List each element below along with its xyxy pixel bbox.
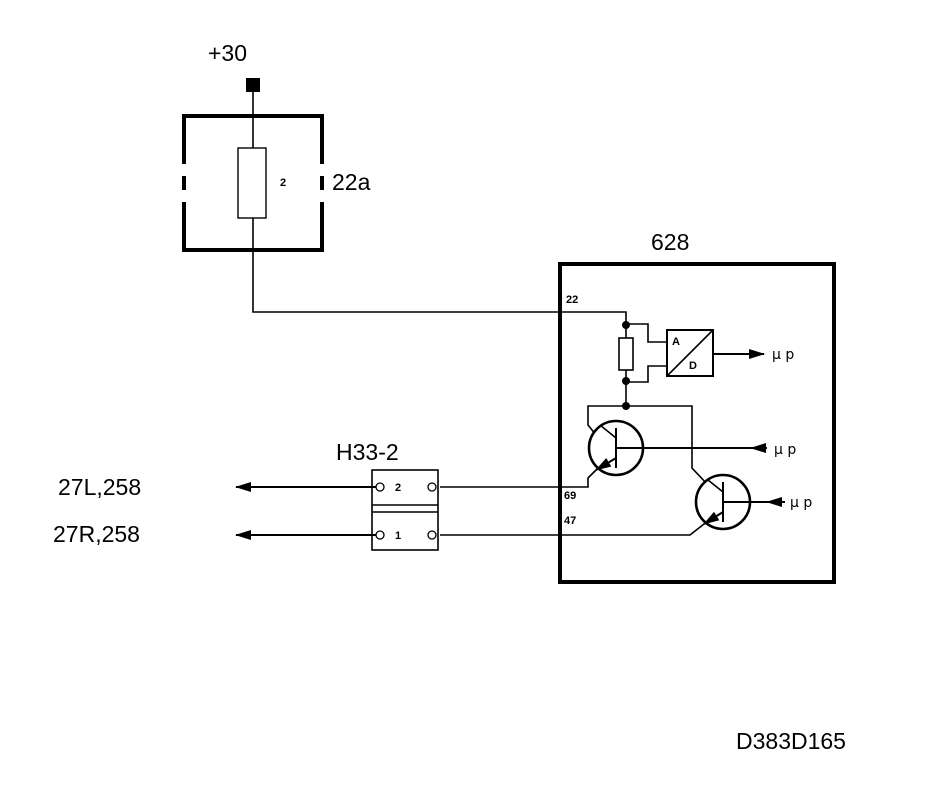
ad-label-d: D xyxy=(689,360,697,372)
shunt-resistor xyxy=(618,337,634,371)
ad-output-label: μ p xyxy=(772,347,794,363)
fuse-element xyxy=(237,147,267,219)
transistor-1-emitter xyxy=(595,457,617,471)
ad-diagonal xyxy=(666,329,714,377)
module-label: 628 xyxy=(651,229,689,255)
ad-input-bottom xyxy=(626,365,667,383)
t1-control-arrow xyxy=(750,443,766,453)
module-box xyxy=(558,262,836,584)
connector-label: H33-2 xyxy=(336,439,399,465)
upper-target-label: 27L,258 xyxy=(58,474,141,500)
t1-control-label: μ p xyxy=(774,442,796,458)
lower-target-label: 27R,258 xyxy=(53,521,140,547)
supply-terminal xyxy=(246,78,260,92)
connector-pin-2-label: 2 xyxy=(395,482,401,494)
transistor-2-emitter xyxy=(703,511,724,525)
pin-69-label: 69 xyxy=(564,490,576,502)
junction-dot xyxy=(622,321,630,329)
t2-collector-wire xyxy=(626,405,709,486)
pin-22-label: 22 xyxy=(566,294,578,306)
t2-output-wire xyxy=(440,523,705,536)
pin-47-label: 47 xyxy=(564,515,576,527)
t1-output-wire xyxy=(440,469,597,488)
t2-control-label: μ p xyxy=(790,495,812,511)
connector-pin-1-right xyxy=(427,530,437,540)
transistor-1-collector xyxy=(599,424,617,439)
supply-label: +30 xyxy=(208,40,247,66)
ad-label-a: A xyxy=(672,336,680,348)
transistor-2-collector xyxy=(707,479,724,493)
t2-control-arrow xyxy=(766,497,782,507)
fuse-label: 22a xyxy=(332,169,371,195)
connector-pin-2-right xyxy=(427,482,437,492)
connector-pin-1-label: 1 xyxy=(395,530,401,542)
connector-pin-1-left xyxy=(375,530,385,540)
drawing-id: D383D165 xyxy=(736,728,846,754)
fuse-number: 2 xyxy=(280,177,286,189)
connector-pin-2-left xyxy=(375,482,385,492)
ad-input-top xyxy=(626,323,667,343)
